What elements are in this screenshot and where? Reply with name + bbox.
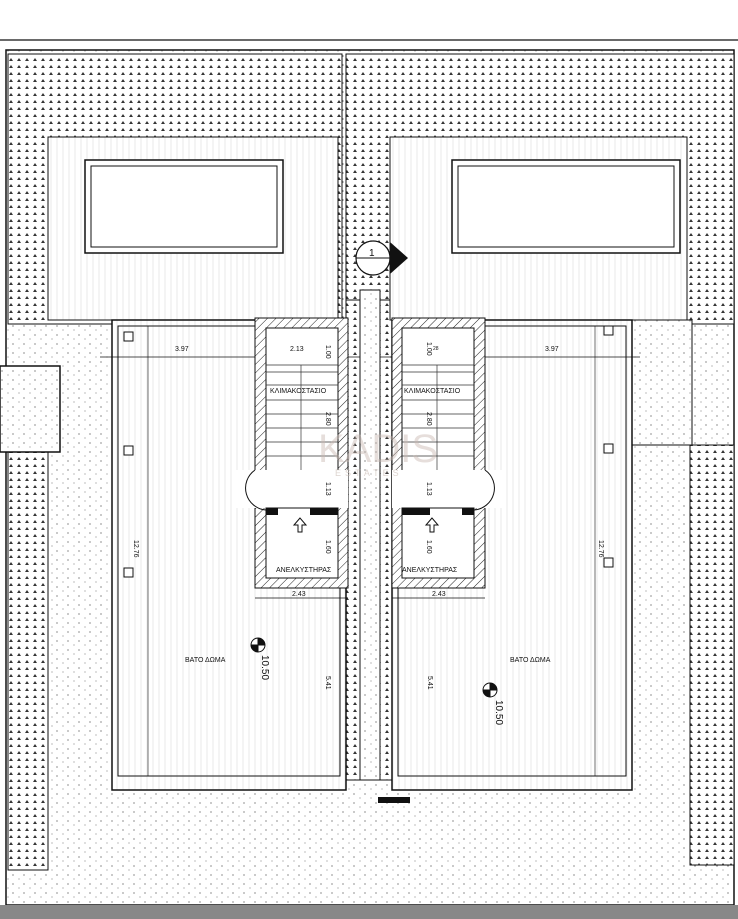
shaft-end-mark [378,797,410,803]
svg-text:2.43: 2.43 [432,591,446,598]
svg-text:12.76: 12.76 [597,540,604,558]
svg-text:2.80: 2.80 [324,412,331,426]
section-marker: 1 [355,240,408,276]
upper-roof-right [389,136,688,321]
stair-core-left [236,317,349,589]
svg-text:ESTATES: ESTATES [335,468,403,478]
watermark: KADIS ESTATES [318,427,438,478]
right-unit-labels: 3.97 1.00 28 ΚΛΙΜΑΚΟΣΤΑΣΙΟ 2.80 1.13 1.6… [402,342,604,725]
upper-roof-left [47,136,339,321]
svg-text:ΑΝΕΛΚΥΣΤΗΡΑΣ: ΑΝΕΛΚΥΣΤΗΡΑΣ [276,567,332,574]
svg-text:ΒΑΤΟ ΔΩΜΑ: ΒΑΤΟ ΔΩΜΑ [185,657,226,664]
svg-text:5.41: 5.41 [426,676,433,690]
central-shaft [359,289,381,781]
svg-text:2.80: 2.80 [425,412,432,426]
svg-text:28: 28 [433,346,439,352]
svg-text:2.13: 2.13 [290,346,304,353]
svg-text:1.60: 1.60 [324,540,331,554]
svg-text:1: 1 [369,248,375,259]
svg-text:1.00: 1.00 [425,342,432,356]
side-box [0,365,61,453]
svg-text:10.50: 10.50 [493,700,504,725]
svg-text:1.00: 1.00 [324,345,331,359]
dimension-lines [255,597,485,599]
svg-text:12.76: 12.76 [132,540,139,558]
svg-text:5.41: 5.41 [324,676,331,690]
svg-text:1.13: 1.13 [324,482,331,496]
svg-text:KADIS: KADIS [318,427,438,471]
svg-text:1.13: 1.13 [425,482,432,496]
stair-core-right [391,317,504,589]
svg-text:3.97: 3.97 [175,346,189,353]
svg-text:ΚΛΙΜΑΚΟΣΤΑΣΙΟ: ΚΛΙΜΑΚΟΣΤΑΣΙΟ [404,388,461,395]
svg-text:1.60: 1.60 [425,540,432,554]
svg-text:ΑΝΕΛΚΥΣΤΗΡΑΣ: ΑΝΕΛΚΥΣΤΗΡΑΣ [402,567,458,574]
svg-text:ΒΑΤΟ ΔΩΜΑ: ΒΑΤΟ ΔΩΜΑ [510,657,551,664]
svg-text:10.50: 10.50 [259,655,270,680]
svg-text:ΚΛΙΜΑΚΟΣΤΑΣΙΟ: ΚΛΙΜΑΚΟΣΤΑΣΙΟ [270,388,327,395]
svg-text:2.43: 2.43 [292,591,306,598]
svg-text:3.97: 3.97 [545,346,559,353]
left-unit-labels: 3.97 2.13 1.00 ΚΛΙΜΑΚΟΣΤΑΣΙΟ 2.80 1.13 1… [132,345,332,690]
